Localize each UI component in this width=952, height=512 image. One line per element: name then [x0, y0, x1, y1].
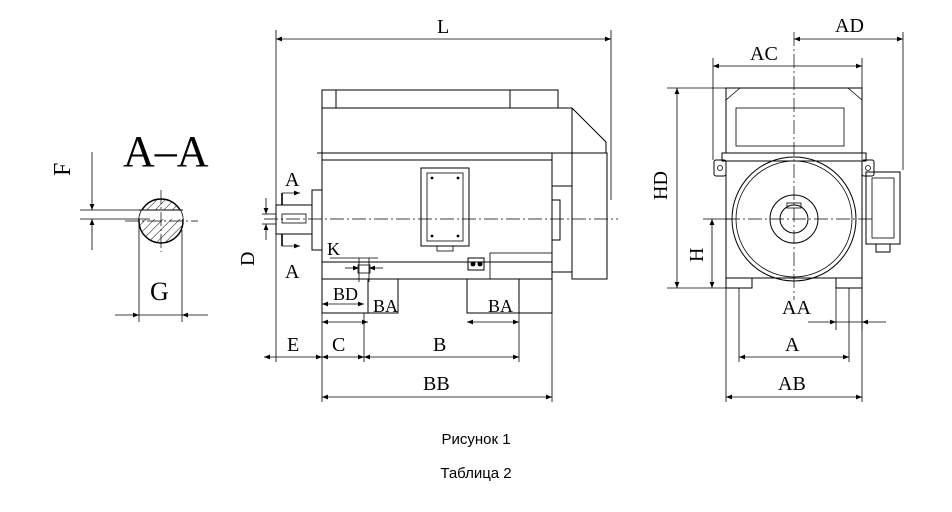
dim-l: L [275, 16, 612, 362]
dim-aa-label: AA [782, 297, 811, 319]
dim-k-label: K [327, 239, 340, 259]
dim-g: G [115, 221, 208, 322]
dim-d-label: D [237, 252, 259, 266]
dim-ad-label: AD [835, 15, 864, 37]
figure-caption: Рисунок 1 [441, 431, 511, 448]
side-view: L [237, 16, 618, 402]
motor-feet [321, 252, 553, 314]
motor-frame [264, 152, 618, 280]
section-mark-bottom: A [285, 261, 300, 283]
dim-bb: BB [322, 313, 553, 402]
dim-d: D [237, 198, 276, 266]
dim-ac: AC [712, 43, 863, 160]
dim-aa: AA [782, 288, 886, 330]
dim-b-label: B [433, 334, 446, 356]
dim-a-end: A [738, 288, 850, 362]
shaft-cross-section [125, 190, 198, 252]
dim-bd-label: BD [333, 284, 358, 304]
motor-dimension-drawing: A–A F G [50, 15, 904, 402]
dim-f: F [50, 152, 150, 250]
section-mark-top: A [285, 169, 300, 191]
dim-ac-label: AC [750, 43, 778, 65]
dim-ad: AD [793, 15, 904, 300]
dim-bb-label: BB [423, 373, 450, 395]
dim-ba-left: BA [322, 296, 398, 325]
dim-ba-right: BA [467, 296, 519, 325]
dim-h-label: H [686, 248, 708, 262]
dim-l-label: L [437, 16, 449, 38]
dim-hd-label: HD [650, 171, 672, 200]
dim-a-end-label: A [785, 334, 800, 356]
section-marks: A A [281, 169, 300, 283]
dim-bd: BD [322, 284, 364, 307]
end-frame [713, 156, 875, 289]
dim-g-label: G [150, 277, 169, 306]
dim-k: K [327, 239, 383, 282]
dim-f-label: F [50, 163, 76, 176]
dim-h: H [686, 218, 732, 288]
end-terminal-box [865, 171, 901, 253]
section-a-a: A–A F G [50, 127, 209, 322]
dim-ab: AB [725, 288, 863, 402]
dim-hd: HD [650, 87, 726, 289]
top-cooler [321, 89, 607, 154]
dim-c-label: C [332, 334, 345, 356]
section-title: A–A [123, 127, 209, 176]
dim-ba-left-label: BA [373, 296, 398, 316]
end-view: AD AC [650, 15, 904, 402]
table-caption: Таблица 2 [440, 465, 512, 482]
dim-ba-right-label: BA [488, 296, 513, 316]
dim-ab-label: AB [778, 373, 806, 395]
dim-e-c-b: E C B [264, 279, 520, 402]
dim-e-label: E [287, 334, 299, 356]
